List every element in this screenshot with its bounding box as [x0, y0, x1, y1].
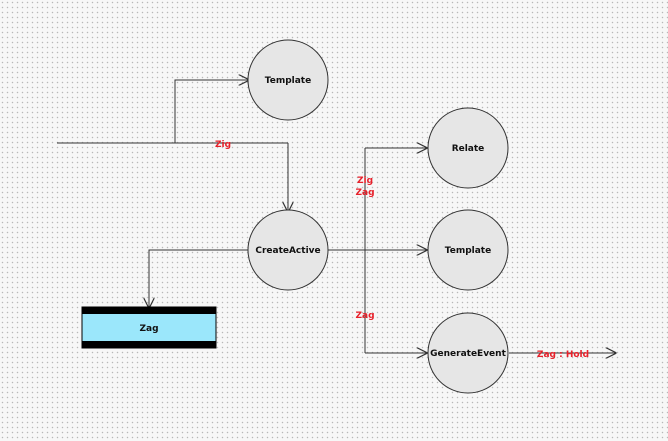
flow-to-template-top[interactable]: [174, 80, 249, 143]
process-template-top-label: Template: [265, 76, 311, 86]
process-template-right[interactable]: Template: [427, 209, 509, 291]
flow-label-zag-generate: Zag: [355, 311, 374, 321]
data-store-zag[interactable]: Zag: [81, 306, 217, 349]
flow-to-store-zag[interactable]: [149, 249, 248, 308]
store-bottom-bar: [82, 341, 216, 348]
store-top-bar: [82, 307, 216, 314]
process-generate-event-label: GenerateEvent: [430, 349, 506, 359]
data-store-zag-label: Zag: [139, 324, 158, 334]
process-relate[interactable]: Relate: [427, 107, 509, 189]
flow-label-zig-input: Zig: [215, 140, 231, 150]
process-create-active-label: CreateActive: [255, 246, 320, 256]
flow-label-zag-relate: Zag: [355, 188, 374, 198]
process-template-top[interactable]: Template: [247, 39, 329, 121]
flow-label-zig-relate: Zig: [357, 176, 373, 186]
flow-label-zag-hold: Zag : Hold: [537, 350, 589, 360]
process-generate-event[interactable]: GenerateEvent: [427, 312, 509, 394]
process-template-right-label: Template: [445, 246, 491, 256]
process-create-active[interactable]: CreateActive: [247, 209, 329, 291]
process-relate-label: Relate: [452, 144, 485, 154]
